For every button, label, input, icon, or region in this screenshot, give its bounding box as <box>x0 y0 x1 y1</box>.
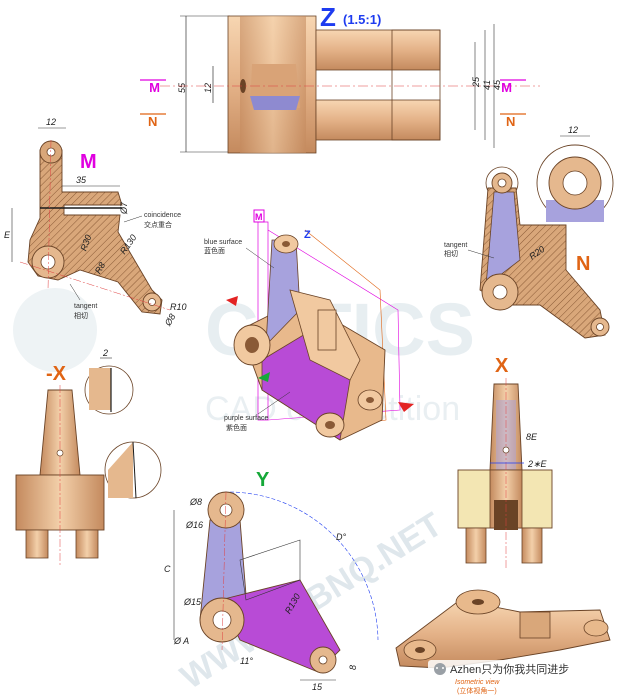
m-dim-r130: R130 <box>118 233 139 256</box>
iso-arrow-right-icon <box>398 402 414 412</box>
z-section-m-right: M <box>501 80 512 95</box>
m-view-letter: M <box>80 151 97 173</box>
z-section-n-left: N <box>148 114 157 129</box>
bottom-iso-view <box>395 589 611 669</box>
n-note-tangent-cn: 相切 <box>444 249 458 258</box>
m-dim-35: 35 <box>76 175 87 185</box>
m-note-tangent-cn: 相切 <box>74 311 88 320</box>
iso-marker-z-icon: Z <box>304 229 311 241</box>
m-dim-12: 12 <box>46 117 56 127</box>
n-dim-12: 12 <box>568 125 578 135</box>
z-view: 55 12 25 41 45 M M N N Z (1.5:1) <box>140 2 540 154</box>
m-dim-r8: R8 <box>93 260 107 275</box>
x-dim-2e: 2∗E <box>527 459 548 469</box>
m-dim-e: E <box>4 230 11 240</box>
z-view-letter: Z <box>320 2 336 32</box>
neg-x-view: -X 2 <box>15 348 162 565</box>
z-dim-45: 45 <box>492 79 502 90</box>
iso-note-purple-en: purple surface <box>224 415 268 422</box>
z-section-n-right: N <box>506 114 515 129</box>
m-dim-r10: R10 <box>170 302 187 312</box>
y-dim-11: 11° <box>240 656 253 666</box>
y-dim-c: C <box>164 564 171 574</box>
iso-note-blue-en: blue surface <box>204 239 242 246</box>
iso-arrow-left-icon <box>226 296 238 306</box>
y-dim-a: Ø A <box>173 636 189 646</box>
author-badge-text: Azhen只为你我共同进步 <box>450 663 569 676</box>
y-view: Y C Ø8 Ø16 D° Ø15 R130 Ø A 11° 15 8 <box>164 469 379 692</box>
m-view: 12 35 E Ø7 R30 R8 R130 R10 Ø8 coincidenc… <box>4 117 187 328</box>
z-dim-55: 55 <box>177 82 187 93</box>
author-badge: Azhen只为你我共同进步 <box>428 660 620 678</box>
iso-note-purple-cn: 紫色面 <box>226 423 247 432</box>
neg-x-view-letter: -X <box>46 363 67 385</box>
m-dim-phi8: Ø8 <box>162 312 177 328</box>
iso-note-bottom: (立体视角一) <box>457 686 497 695</box>
iso-note-blue-cn: 蓝色面 <box>204 246 225 255</box>
z-dim-12: 12 <box>203 83 213 93</box>
x-dim-8e: 8E <box>526 432 538 442</box>
iso-arrow-green-icon <box>258 372 270 382</box>
y-dim-d: D° <box>336 532 346 542</box>
z-view-scale: (1.5:1) <box>343 12 381 27</box>
z-section-m-left: M <box>149 80 160 95</box>
isometric-view: M Z blue surface 蓝色面 purple surface 紫色面 <box>204 209 414 441</box>
iso-note-top: Isometric view <box>455 679 500 686</box>
wechat-icon <box>434 663 446 675</box>
m-note-tangent-en: tangent <box>74 303 97 310</box>
n-view: 12 R20 tangent 相切 N <box>444 125 614 339</box>
x-view-letter: X <box>495 355 509 377</box>
y-view-letter: Y <box>256 469 270 491</box>
neg-x-dim-2: 2 <box>102 348 108 358</box>
x-view: X 8E 2∗E <box>457 355 553 570</box>
y-dim-phi16: Ø16 <box>185 520 203 530</box>
watermark-logo-icon <box>13 288 97 372</box>
m-note-coincidence-cn: 交点重合 <box>144 220 172 229</box>
z-dim-41: 41 <box>482 80 492 90</box>
z-dim-25: 25 <box>471 76 481 88</box>
y-dim-15: 15 <box>312 682 323 692</box>
y-dim-8: 8 <box>348 665 358 670</box>
y-dim-phi15: Ø15 <box>183 597 202 607</box>
n-view-letter: N <box>576 253 590 275</box>
iso-note: Isometric view (立体视角一) <box>455 679 500 695</box>
iso-marker-m: M <box>255 212 263 222</box>
m-note-coincidence-en: coincidence <box>144 212 181 219</box>
n-note-tangent-en: tangent <box>444 242 467 249</box>
m-dim-phi7: Ø7 <box>119 201 129 215</box>
y-dim-phi8: Ø8 <box>189 497 202 507</box>
